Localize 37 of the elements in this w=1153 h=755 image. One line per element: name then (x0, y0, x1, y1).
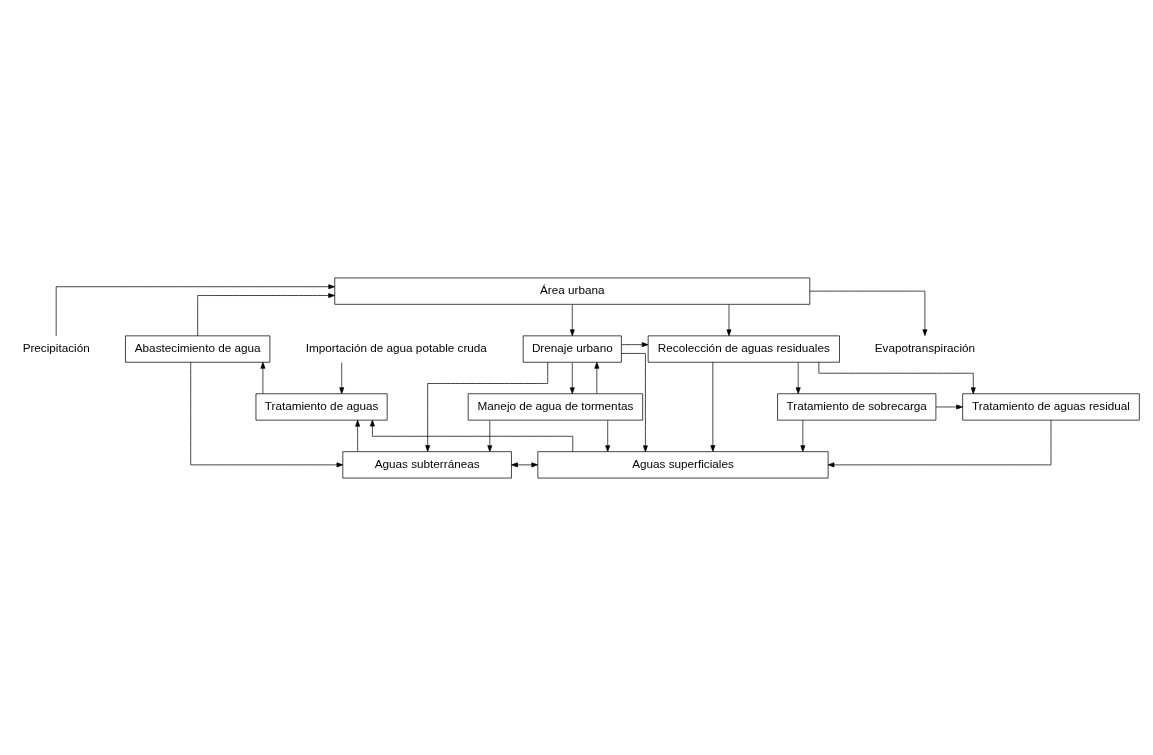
arrow (800, 419, 806, 452)
node-box: Aguas superficiales (537, 450, 829, 478)
arrow (827, 419, 1052, 467)
node-box: Drenaje urbano (522, 335, 622, 363)
arrow (605, 419, 611, 452)
arrow (809, 290, 928, 336)
arrow (621, 341, 649, 347)
node-text: Precipitación (22, 340, 90, 354)
node-text: Evapotranspiración (874, 340, 976, 354)
arrow (425, 361, 549, 452)
arrow (260, 361, 266, 394)
arrow (339, 361, 345, 394)
arrow (511, 461, 538, 467)
arrow (935, 404, 963, 409)
arrow (355, 419, 361, 452)
node-box: Tratamiento de aguas (255, 392, 388, 420)
arrow (795, 361, 801, 394)
node-box: Aguas subterráneas (342, 450, 512, 478)
node-box: Área urbana (334, 277, 811, 305)
arrow (369, 419, 574, 452)
node-text: Importación de agua potable cruda (305, 340, 487, 354)
arrow (197, 292, 335, 336)
arrow (621, 352, 648, 452)
arrow (569, 361, 575, 394)
arrow (55, 283, 335, 336)
arrow (190, 361, 344, 467)
arrow (594, 361, 600, 394)
node-box: Recolección de aguas residuales (647, 335, 840, 363)
node-box: Manejo de agua de tormentas (467, 392, 644, 420)
arrow (818, 361, 976, 394)
arrow (569, 303, 575, 336)
node-box: Tratamiento de aguas residual (962, 392, 1140, 420)
arrow (710, 361, 716, 452)
arrow (726, 303, 732, 336)
node-box: Abastecimiento de agua (125, 335, 271, 363)
node-box: Tratamiento de sobrecarga (777, 392, 937, 420)
arrow (487, 419, 493, 452)
